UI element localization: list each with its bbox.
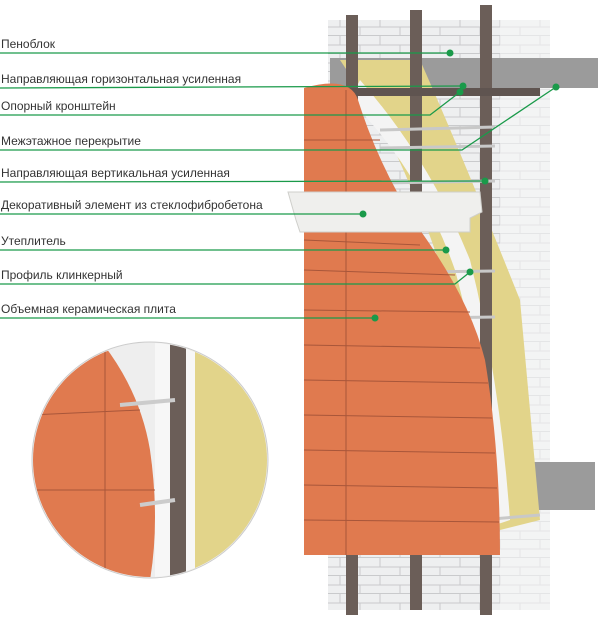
label-horizontal-guide: Направляющая горизонтальная усиленная: [1, 72, 242, 86]
label-floor-slab: Межэтажное перекрытие: [1, 134, 141, 148]
label-decorative-element: Декоративный элемент из стеклофибробетон…: [1, 198, 263, 212]
label-support-bracket: Опорный кронштейн: [1, 99, 116, 113]
decorative-cornice: [287, 191, 483, 233]
label-foam-block: Пеноблок: [1, 37, 55, 51]
label-insulation: Утеплитель: [1, 234, 66, 248]
label-vertical-guide: Направляющая вертикальная усиленная: [1, 166, 230, 180]
label-clinker-profile: Профиль клинкерный: [1, 268, 123, 282]
label-ceramic-panel: Объемная керамическая плита: [1, 302, 176, 316]
horizontal-guide: [340, 88, 540, 96]
leader-lines: [0, 52, 557, 319]
